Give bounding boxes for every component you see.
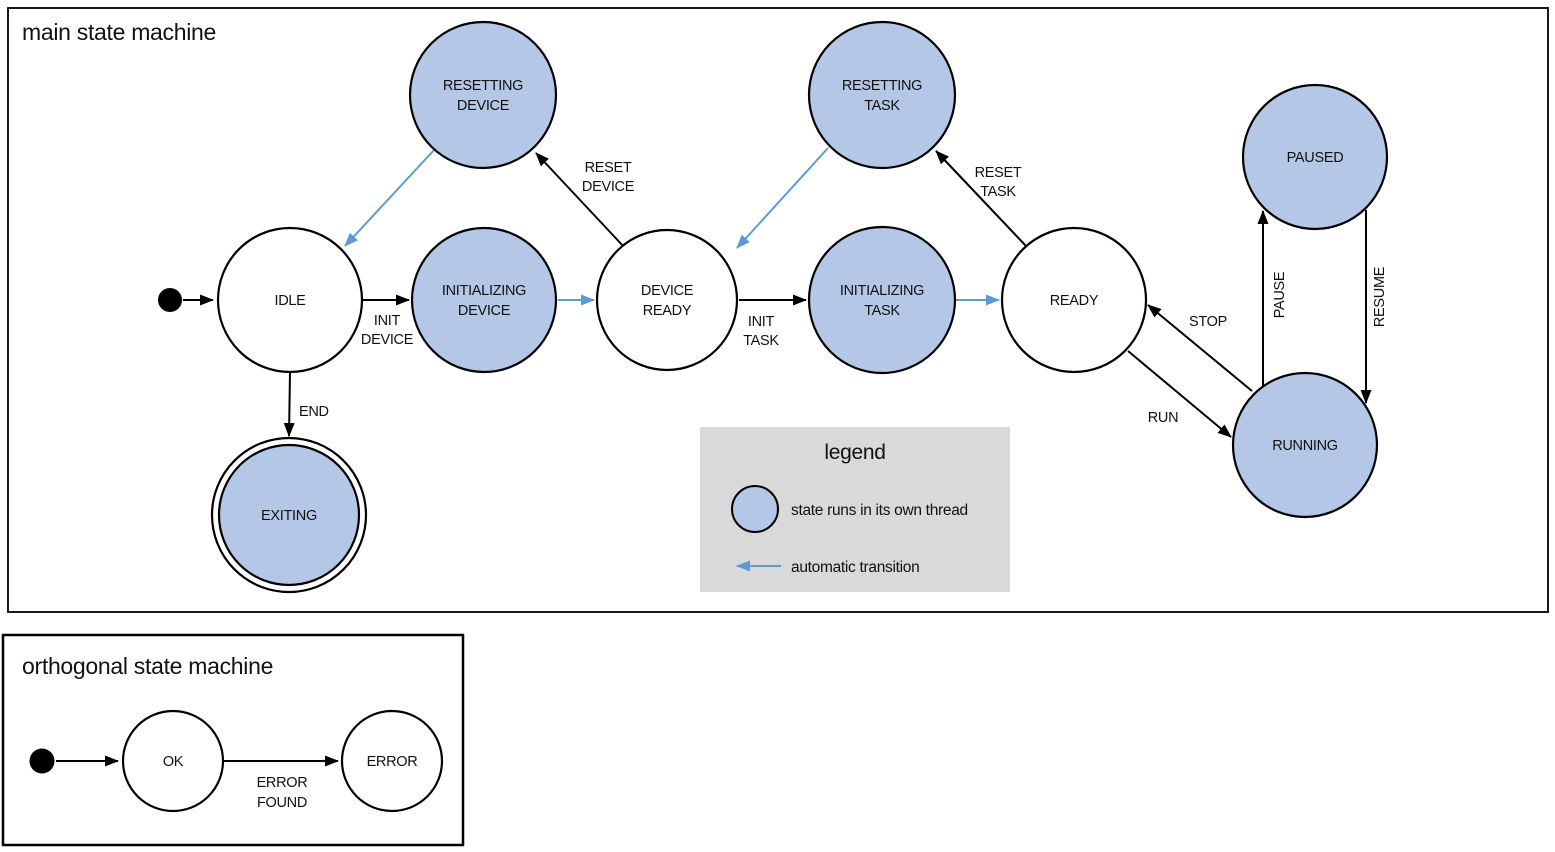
transition-running-to-ready-arrow — [1147, 304, 1253, 392]
state-error-label: ERROR — [367, 754, 418, 770]
transition-resetting-device-to-idle-auto-arrow — [344, 148, 436, 247]
state-ok-label: OK — [163, 754, 184, 770]
legend-title: legend — [824, 441, 885, 464]
legend-item-label: state runs in its own thread — [791, 502, 968, 519]
state-paused-label: PAUSED — [1287, 150, 1344, 166]
transition-idle-to-exiting-label: END — [299, 404, 329, 420]
transition-ready-to-resetting-task-arrow — [935, 150, 1027, 247]
state-exiting: EXITING — [210, 436, 368, 594]
state-ready-circle — [1000, 226, 1148, 374]
transition-paused-to-running-label: RESUME — [1372, 266, 1388, 327]
transition-running-to-paused-label: PAUSE — [1272, 271, 1288, 318]
transition-device-ready-to-resetting-device-arrow — [535, 152, 626, 249]
state-exiting-circle — [217, 443, 361, 587]
state-ready-label: READY — [1050, 293, 1099, 309]
state-idle-label: IDLE — [274, 293, 306, 309]
state-running-label: RUNNING — [1272, 438, 1338, 454]
state-paused-circle — [1241, 83, 1389, 231]
main-state-machine-title: main state machine — [22, 19, 216, 45]
state-error-circle — [340, 709, 444, 813]
main-state-machine-initial-state-dot — [158, 288, 182, 312]
state-exiting-label: EXITING — [261, 508, 317, 524]
state-running: RUNNING — [1231, 371, 1379, 519]
transition-running-to-ready-label: STOP — [1189, 314, 1227, 330]
state-resetting-device-circle — [408, 20, 558, 170]
transition-ready-to-running-label: RUN — [1148, 410, 1179, 426]
state-resetting-task-circle — [807, 20, 957, 170]
legend-threaded-state-icon — [731, 485, 779, 533]
legend: legend state runs in its own thread automa… — [700, 427, 1010, 592]
orthogonal-state-machine-title: orthogonal state machine — [22, 653, 273, 679]
orthogonal-state-machine-initial-state-dot — [29, 748, 55, 774]
transition-ready-to-running-arrow — [1127, 350, 1232, 438]
main-state-machine-boundary — [7, 7, 1549, 613]
state-ok-circle — [121, 709, 225, 813]
state-idle: IDLE — [216, 226, 364, 374]
state-initializing-task-circle — [807, 225, 957, 375]
state-initializing-device-circle — [410, 226, 558, 374]
state-ok: OK — [121, 709, 225, 813]
state-paused: PAUSED — [1241, 83, 1389, 231]
legend-item-label: automatic transition — [791, 559, 919, 576]
state-device-ready-circle — [595, 228, 739, 372]
state-ready: READY — [1000, 226, 1148, 374]
state-running-circle — [1231, 371, 1379, 519]
transition-resetting-task-to-device-ready-auto-arrow — [736, 147, 829, 249]
orthogonal-state-machine-boundary — [1, 633, 465, 847]
state-idle-circle — [216, 226, 364, 374]
state-error: ERROR — [340, 709, 444, 813]
transition-idle-to-exiting-arrow — [283, 372, 295, 437]
